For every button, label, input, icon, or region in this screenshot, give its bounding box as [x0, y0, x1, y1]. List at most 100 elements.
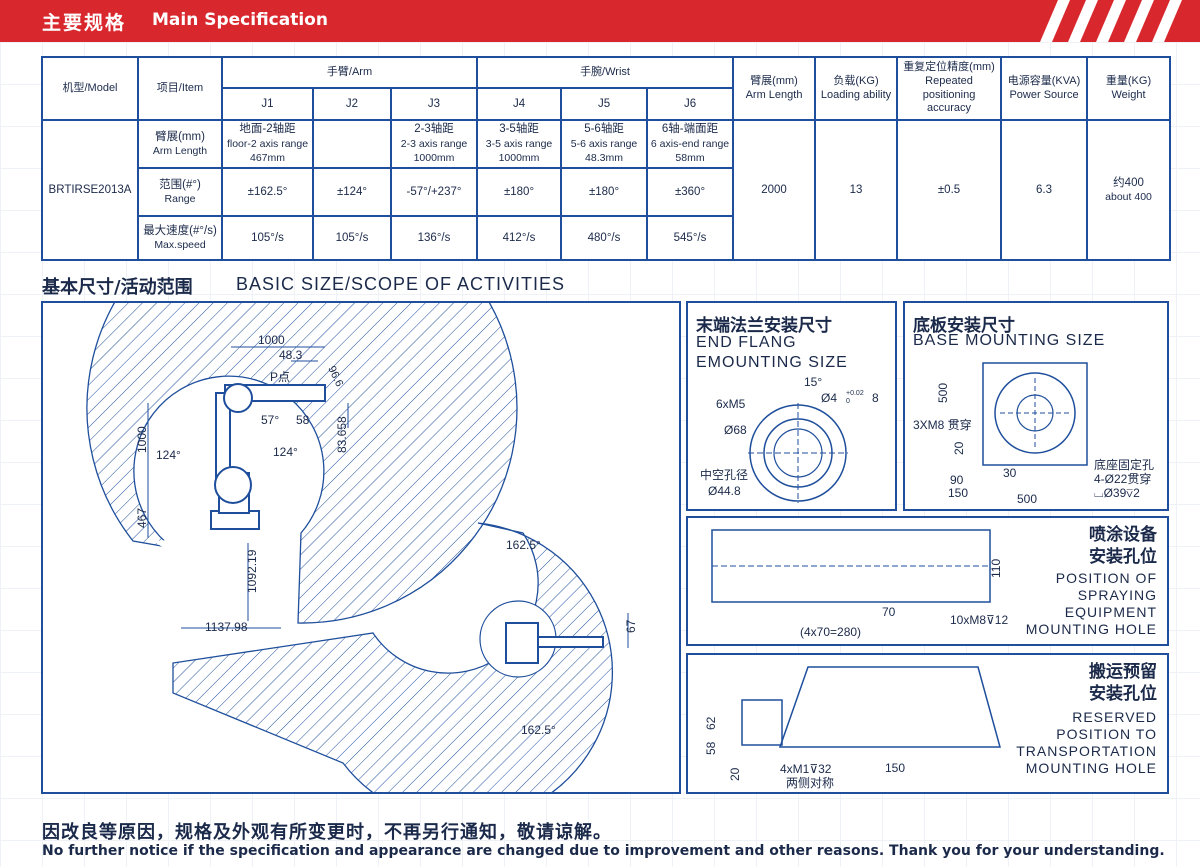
workspace-drawing: 1000 48.3 P点 96.6 58 57° 83.658 1000 124…: [86, 192, 638, 823]
flange-title-cn: 末端法兰安装尺寸: [696, 316, 832, 336]
dim-label: 中空孔径: [700, 467, 748, 482]
dim-label: 10xM8⊽12: [950, 613, 1008, 627]
arm-group-header: 手臂/Arm: [220, 56, 479, 89]
spray-title-cn1: 喷涂设备: [1089, 525, 1157, 545]
speed-cell: 136°/s: [389, 215, 479, 261]
joint-header: J2: [312, 87, 392, 121]
speed-cell: 545°/s: [646, 215, 735, 261]
workspace-panel: 1000 48.3 P点 96.6 58 57° 83.658 1000 124…: [41, 192, 681, 823]
header-stripes-decoration: [1040, 0, 1182, 42]
dim-label: 6xM5: [716, 397, 746, 411]
speed-cell: 105°/s: [221, 215, 314, 261]
joint-header: J6: [646, 87, 735, 121]
spray-title-en: POSITION OF: [1055, 570, 1157, 586]
range-cell: ±180°: [476, 167, 563, 217]
repeat-value: ±0.5: [896, 119, 1003, 261]
flange-title-en1: END FLANG: [696, 334, 797, 351]
dim-label: 15°: [804, 375, 822, 389]
dim-label: 62: [704, 716, 718, 730]
load-value: 13: [814, 119, 899, 261]
base-panel: 底板安装尺寸 BASE MOUNTING SIZE 500 3XM8 贯穿 20…: [903, 301, 1169, 511]
flange-title-en2: EMOUNTING SIZE: [696, 354, 848, 371]
header-title-cn: 主要规格: [42, 12, 127, 34]
range-cell: ±124°: [312, 167, 392, 217]
dim-label: 500: [1017, 492, 1037, 506]
speed-cell: 412°/s: [476, 215, 563, 261]
dim-label: 4xM1⊽32: [780, 762, 832, 776]
dim-label: 底座固定孔: [1094, 457, 1154, 472]
spray-title-cn2: 安装孔位: [1089, 547, 1157, 567]
range-cell: ±162.5°: [221, 167, 314, 217]
section-title-cn: 基本尺寸/活动范围: [42, 277, 193, 298]
dim-label: 4-Ø22贯穿: [1094, 471, 1151, 486]
dim-label: Ø4: [821, 391, 837, 405]
transport-title-en: TRANSPORTATION: [1016, 743, 1157, 759]
spray-title-en: MOUNTING HOLE: [1025, 621, 1157, 637]
transport-title-cn2: 安装孔位: [1089, 684, 1157, 704]
dim-label: Ø44.8: [708, 484, 741, 498]
transport-title-en: MOUNTING HOLE: [1025, 760, 1157, 776]
dim-label: 467: [135, 508, 149, 528]
dim-label: 500: [936, 383, 950, 403]
transport-title-en: RESERVED: [1072, 709, 1157, 725]
dim-label: 124°: [273, 445, 298, 459]
dim-label: 150: [948, 486, 968, 500]
transport-title-cn1: 搬运预留: [1089, 662, 1157, 682]
dim-label: 48.3: [279, 348, 303, 362]
dim-label: 70: [882, 605, 896, 619]
dim-label: 3XM8 贯穿: [913, 417, 972, 432]
footer-notice-en: No further notice if the specification a…: [42, 843, 1165, 859]
dim-label: 0: [846, 398, 850, 405]
dim-label: 150: [885, 761, 905, 775]
dim-label: 两侧对称: [786, 776, 834, 790]
spec-table: 机型/Model 项目/Item 手臂/Arm 手腕/Wrist 臂展(mm)A…: [41, 56, 1172, 261]
spray-panel: 喷涂设备 安装孔位 POSITION OF SPRAYING EQUIPMENT…: [686, 516, 1169, 646]
header-title-en: Main Specification: [152, 10, 328, 30]
load-header: 负载(KG)Loading ability: [814, 56, 899, 121]
reach-value: 2000: [732, 119, 817, 261]
robot-top-view: [505, 622, 604, 664]
joint-header: J3: [389, 87, 479, 121]
item-header: 项目/Item: [137, 56, 223, 121]
dim-label: 1137.98: [205, 620, 248, 634]
speed-cell: 480°/s: [560, 215, 649, 261]
flange-drawing: 15° Ø4 +0.02 0 8 6xM5 Ø68 中空孔径 Ø44.8: [700, 375, 879, 503]
dim-label: 1000: [135, 426, 149, 453]
dim-label: 58: [296, 413, 310, 427]
spray-title-en: SPRAYING: [1077, 587, 1157, 603]
transport-title-en: POSITION TO: [1056, 726, 1157, 742]
range-cell: ±360°: [646, 167, 735, 217]
dim-label: 90: [950, 473, 964, 487]
dim-label: 83.658: [335, 416, 349, 453]
flange-panel: 末端法兰安装尺寸 END FLANG EMOUNTING SIZE 15° Ø4…: [686, 301, 897, 511]
header-bar: 主要规格 Main Specification: [0, 0, 1200, 42]
wrist-group-header: 手腕/Wrist: [476, 56, 735, 89]
dim-label: +0.02: [846, 390, 864, 397]
dim-label: 110: [989, 559, 1003, 578]
dim-label: 8: [872, 391, 879, 405]
dim-label: 57°: [261, 413, 279, 427]
dim-label: 124°: [156, 448, 181, 462]
dim-label: P点: [270, 370, 290, 384]
dim-label: 1092.19: [245, 549, 259, 593]
row-label-range: 范围(#°)Range: [137, 167, 223, 217]
spray-title-en: EQUIPMENT: [1064, 604, 1157, 620]
base-title-en: BASE MOUNTING SIZE: [913, 332, 1106, 349]
speed-cell: 105°/s: [312, 215, 392, 261]
dim-label: (4x70=280): [800, 625, 861, 639]
footer-notice-cn: 因改良等原因，规格及外观有所变更时，不再另行通知，敬请谅解。: [42, 822, 612, 843]
range-cell: ±180°: [560, 167, 649, 217]
dim-label: 20: [952, 441, 966, 455]
joint-header: J1: [221, 87, 314, 121]
spray-drawing: 110 70 (4x70=280) 10xM8⊽12: [711, 529, 1008, 639]
dim-label: Ø68: [724, 423, 747, 437]
model-header: 机型/Model: [41, 56, 139, 121]
model-cell: BRTIRSE2013A: [41, 119, 139, 261]
dim-label: 67: [624, 619, 638, 633]
